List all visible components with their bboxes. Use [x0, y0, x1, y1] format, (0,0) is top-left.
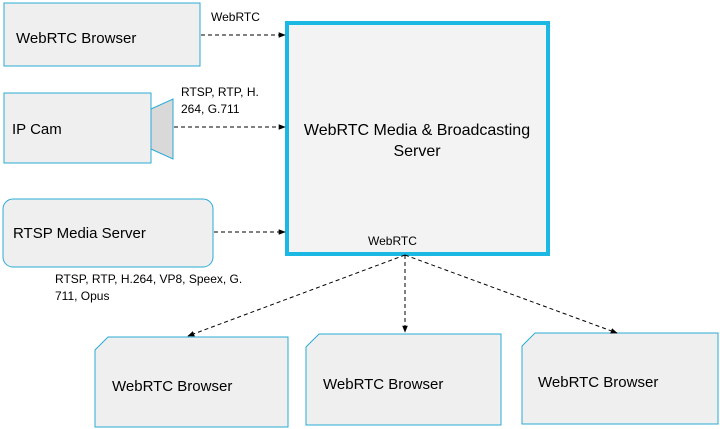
browser-out-3-label: WebRTC Browser [538, 374, 659, 391]
browser-top-fold [180, 2, 201, 22]
edge-label-server-webrtc: WebRTC [368, 234, 417, 248]
rtsp-server-box [2, 198, 214, 268]
edge-label-cam-line2: 264, G.711 [181, 102, 240, 116]
browser-out-2-label: WebRTC Browser [323, 376, 444, 393]
arrow-server-to-browser-3 [404, 254, 618, 334]
edge-label-cam-protocols: RTSP, RTP, H. 264, G.711 [181, 84, 259, 118]
edge-label-rtsp-protocols: RTSP, RTP, H.264, VP8, Speex, G. 711, Op… [55, 271, 242, 305]
edge-label-rtsp-line1: RTSP, RTP, H.264, VP8, Speex, G. [55, 272, 243, 286]
edge-label-browser-webrtc: WebRTC [211, 10, 260, 24]
edge-label-cam-line1: RTSP, RTP, H. [181, 85, 259, 99]
browser-top-label: WebRTC Browser [16, 30, 137, 47]
rtsp-server-label: RTSP Media Server [13, 225, 146, 242]
browser-out-1-label: WebRTC Browser [112, 378, 233, 395]
browser-out-1-box [94, 336, 289, 428]
browser-top-box [3, 2, 201, 67]
browser-out-3-box [521, 332, 719, 425]
ip-cam-box [3, 92, 152, 164]
media-server-label-line1: WebRTC Media & Broadcasting [303, 122, 531, 139]
media-server-box [285, 21, 550, 256]
arrow-server-to-browser-1 [187, 254, 406, 337]
media-server-label: WebRTC Media & Broadcasting Server [287, 120, 547, 162]
camera-lens-icon [150, 98, 174, 160]
browser-out-2-box [305, 333, 502, 426]
edge-label-rtsp-line2: 711, Opus [55, 289, 110, 303]
ip-cam-label: IP Cam [12, 121, 62, 138]
media-server-label-line2: Server [393, 143, 441, 160]
